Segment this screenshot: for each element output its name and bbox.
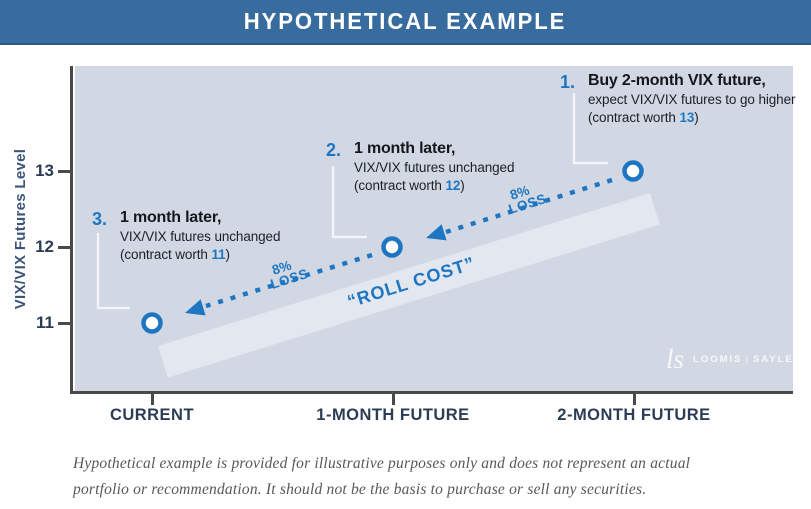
page-title: HYPOTHETICAL EXAMPLE [244,8,567,34]
annotation-2-body: 1 month later, VIX/VIX futures unchanged… [354,141,514,192]
annotation-1-contract-post: ) [694,109,699,125]
y-tick-label-11: 11 [36,313,54,332]
annotation-1-contract: (contract worth 13) [588,109,795,125]
x-label-1month: 1-MONTH FUTURE [316,405,470,424]
annotation-3-title: 1 month later, [120,209,222,226]
header-banner: HYPOTHETICAL EXAMPLE [0,0,811,45]
y-tick-11 [58,321,71,325]
annotation-3-contract-post: ) [225,246,231,262]
annotation-3-contract: (contract worth 11) [120,246,280,262]
annotation-3-number: 3. [92,209,108,229]
annotation-3-line2: VIX/VIX futures unchanged [120,229,281,244]
annotation-3-contract-value: 11 [211,246,226,262]
annotation-2-title: 1 month later, [354,140,456,157]
annotation-1-title: Buy 2-month VIX future, [588,72,766,89]
loomis-sayles-monogram-icon: ls [666,344,685,374]
y-tick-12 [58,245,71,249]
y-tick-label-13: 13 [35,161,54,180]
disclaimer-line-1: Hypothetical example is provided for ill… [73,455,691,472]
disclaimer-line-2: portfolio or recommendation. It should n… [73,480,647,498]
y-tick-13 [58,169,71,173]
annotation-1-number: 1. [560,72,576,92]
y-axis-title: VIX/VIX Futures Level [12,148,29,310]
logo-divider: | [745,354,750,365]
annotation-1-contract-value: 13 [679,109,695,125]
x-tick-current [150,394,154,405]
y-tick-label-12: 12 [35,237,54,256]
annotation-1: 1. Buy 2-month VIX future, expect VIX/VI… [560,73,795,124]
annotation-2-contract-post: ) [460,177,465,193]
x-axis-line [70,391,793,394]
x-label-2month: 2-MONTH FUTURE [557,405,711,424]
annotation-2: 2. 1 month later, VIX/VIX futures unchan… [326,141,514,192]
loomis-sayles-logo: ls LOOMIS | SAYLES [666,346,802,373]
logo-name-loomis: LOOMIS [693,354,743,365]
x-tick-1month [391,394,395,405]
annotation-3-body: 1 month later, VIX/VIX futures unchanged… [120,210,280,261]
annotation-2-contract: (contract worth 12) [354,177,514,193]
annotation-1-body: Buy 2-month VIX future, expect VIX/VIX f… [588,73,795,124]
annotation-2-contract-pre: (contract worth [354,177,446,193]
y-axis-line [70,66,73,394]
annotation-2-line2: VIX/VIX futures unchanged [354,160,515,175]
annotation-2-number: 2. [326,140,342,160]
annotation-3-contract-pre: (contract worth [120,246,212,262]
x-label-current: CURRENT [109,405,194,424]
annotation-2-contract-value: 12 [445,177,461,193]
annotation-3: 3. 1 month later, VIX/VIX futures unchan… [92,210,280,261]
annotation-1-contract-pre: (contract worth [588,109,680,125]
x-tick-2month [632,394,636,405]
logo-name-sayles: SAYLES [752,354,803,365]
annotation-1-line2: expect VIX/VIX futures to go higher [588,92,796,107]
disclaimer: Hypothetical example is provided for ill… [73,451,713,502]
